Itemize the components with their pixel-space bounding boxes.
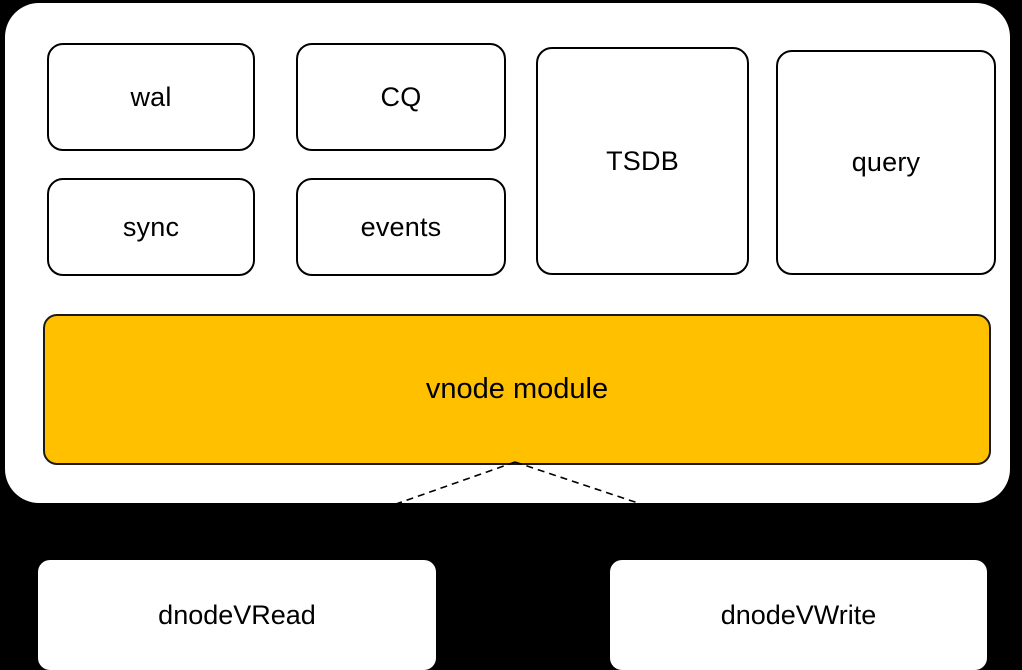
module-label-events: events (360, 211, 442, 242)
vnode-module-label: vnode module (425, 373, 609, 405)
module-box-wal[interactable]: wal (47, 43, 255, 151)
module-label-tsdb: TSDB (606, 145, 679, 176)
module-label-cq: CQ (380, 81, 422, 112)
module-label-query: query (851, 147, 921, 177)
module-box-sync[interactable]: sync (47, 178, 255, 276)
vnode-module-bar[interactable]: vnode module (43, 314, 991, 465)
dnode-box-vwrite[interactable]: dnodeVWrite (610, 560, 987, 670)
module-box-query[interactable]: query (776, 50, 996, 275)
module-box-tsdb[interactable]: TSDB (536, 47, 749, 275)
module-box-cq[interactable]: CQ (296, 43, 506, 151)
module-box-events[interactable]: events (296, 178, 506, 276)
dnode-label-vread: dnodeVRead (158, 599, 316, 630)
module-label-sync: sync (122, 211, 180, 242)
module-label-wal: wal (130, 81, 172, 112)
dnode-label-vwrite: dnodeVWrite (720, 599, 877, 630)
vnode-container: wal CQ TSDB query sync events vnode modu… (5, 3, 1010, 503)
dnode-box-vread[interactable]: dnodeVRead (38, 560, 436, 670)
